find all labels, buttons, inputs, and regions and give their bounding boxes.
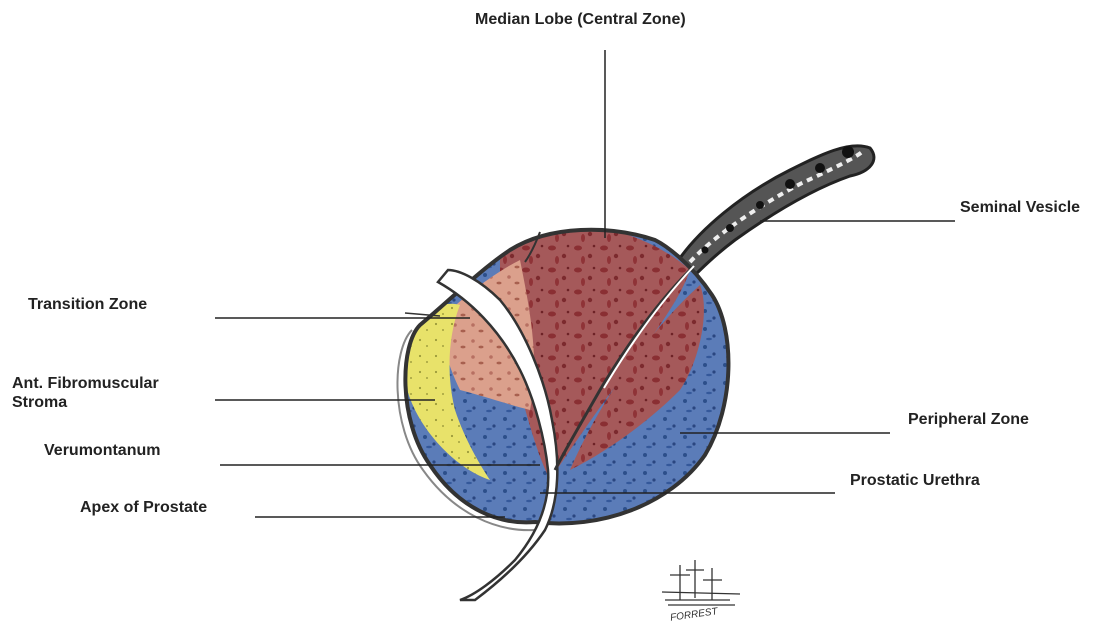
label-prostatic-urethra: Prostatic Urethra: [850, 471, 980, 490]
label-fibromuscular-stroma: Ant. Fibromuscular Stroma: [12, 374, 159, 412]
seminal-vesicle-shape: [680, 146, 874, 280]
label-peripheral-zone: Peripheral Zone: [908, 410, 1029, 429]
label-apex: Apex of Prostate: [80, 498, 207, 517]
label-seminal-vesicle: Seminal Vesicle: [960, 198, 1080, 217]
artist-signature: [662, 560, 740, 605]
label-fibromuscular-line1: Ant. Fibromuscular: [12, 374, 159, 393]
label-transition-zone: Transition Zone: [28, 295, 147, 314]
label-verumontanum: Verumontanum: [44, 441, 160, 460]
signature-text: FORREST: [669, 606, 719, 624]
label-median-lobe: Median Lobe (Central Zone): [475, 10, 686, 29]
label-fibromuscular-line2: Stroma: [12, 393, 159, 412]
